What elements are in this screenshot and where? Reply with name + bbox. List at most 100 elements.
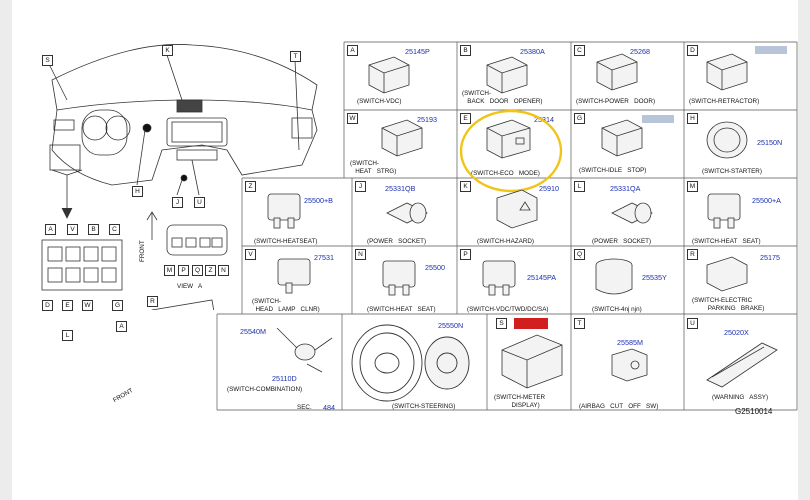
cell-p-pn: 25145PA bbox=[527, 273, 557, 282]
switch-meter-display-image bbox=[501, 334, 563, 389]
callout-g: G bbox=[112, 300, 123, 311]
cell-h-pn: 25150N bbox=[757, 138, 783, 147]
cell-b-pn: 25380A bbox=[520, 47, 545, 56]
callout-q: Q bbox=[192, 265, 203, 276]
switch-parking-brake-image bbox=[706, 256, 748, 292]
cell-l-id: L bbox=[574, 181, 585, 192]
dashboard-overview bbox=[41, 44, 318, 310]
parts-grid-lines bbox=[216, 41, 798, 411]
combination-pn-1: 25540M bbox=[240, 327, 266, 336]
switch-idle-stop-image bbox=[601, 119, 643, 157]
cell-g-caption: (SWITCH-IDLE STOP) bbox=[579, 167, 647, 174]
cell-z-pn: 25500+B bbox=[304, 196, 333, 205]
callout-d: D bbox=[42, 300, 53, 311]
cell-e-id: E bbox=[460, 113, 471, 124]
cell-w-id: W bbox=[347, 113, 358, 124]
switch-combination-image bbox=[276, 327, 333, 373]
cell-u-pn: 25020X bbox=[724, 328, 749, 337]
switch-power-door-image bbox=[596, 53, 638, 91]
cell-p-caption: (SWITCH-VDC/TWD/DC/SA) bbox=[467, 306, 549, 313]
callout-j: J bbox=[172, 197, 183, 208]
cell-h-caption: (SWITCH-STARTER) bbox=[702, 168, 762, 175]
cell-p-id: P bbox=[460, 249, 471, 260]
cell-h-id: H bbox=[687, 113, 698, 124]
callout-e: E bbox=[62, 300, 73, 311]
cell-t-id: T bbox=[574, 318, 585, 329]
cell-s-id: S bbox=[496, 318, 507, 329]
cell-w-caption: (SWITCH- HEAT STRG) bbox=[350, 160, 397, 175]
cell-a-pn: 25145P bbox=[405, 47, 430, 56]
cell-a-caption: (SWITCH-VDC) bbox=[357, 98, 402, 105]
cell-t-pn: 25585M bbox=[617, 338, 643, 347]
cell-k-id: K bbox=[460, 181, 471, 192]
cell-l-caption: (POWER SOCKET) bbox=[592, 238, 652, 245]
callout-n: N bbox=[218, 265, 229, 276]
diagram-id: G2510014 bbox=[735, 407, 773, 416]
cell-q-caption: (SWITCH-4nj njn) bbox=[592, 306, 642, 313]
cell-j-id: J bbox=[355, 181, 366, 192]
cell-w-pn: 25193 bbox=[417, 115, 437, 124]
switch-heat-seat-m-image bbox=[707, 193, 741, 229]
callout-r: R bbox=[147, 296, 158, 307]
callout-z: Z bbox=[205, 265, 216, 276]
callout-c: C bbox=[109, 224, 120, 235]
cell-c-id: C bbox=[574, 45, 585, 56]
cell-g-id: G bbox=[574, 113, 585, 124]
cell-j-pn: 25331QB bbox=[385, 184, 416, 193]
airbag-cut-off-image bbox=[611, 348, 648, 382]
cell-m-id: M bbox=[687, 181, 698, 192]
cell-a-id: A bbox=[347, 45, 358, 56]
power-socket-l-image bbox=[611, 202, 653, 224]
callout-k: K bbox=[162, 45, 173, 56]
cell-q-pn: 25535Y bbox=[642, 273, 667, 282]
highlight-circle bbox=[459, 109, 563, 193]
steering-caption: (SWITCH-STEERING) bbox=[392, 403, 456, 410]
power-socket-j-image bbox=[386, 202, 428, 224]
callout-m: M bbox=[164, 265, 175, 276]
switch-retractor-image bbox=[706, 53, 748, 91]
combination-caption: (SWITCH-COMBINATION) bbox=[227, 386, 303, 393]
sec-label: SEC. bbox=[297, 404, 312, 411]
callout-b: B bbox=[88, 224, 99, 235]
cell-u-caption: (WARNING ASSY) bbox=[712, 394, 769, 401]
switch-vdc-image bbox=[368, 56, 410, 94]
switch-eco-mode-image bbox=[486, 119, 531, 159]
callout-a-lower: A bbox=[116, 321, 127, 332]
callout-h: H bbox=[132, 186, 143, 197]
diagram-sheet: S K T H J U A V B C D E W G M P Q Z N VI… bbox=[12, 0, 798, 500]
cell-k-caption: (SWITCH-HAZARD) bbox=[477, 238, 535, 245]
cell-b-caption: (SWITCH- BACK DOOR OPENER) bbox=[462, 90, 543, 105]
switch-heat-strg-image bbox=[381, 119, 423, 157]
red-badge bbox=[514, 318, 548, 329]
cell-d-caption: (SWITCH-RETRACTOR) bbox=[689, 98, 760, 105]
cell-r-caption: (SWITCH-ELECTRIC PARKING BRAKE) bbox=[692, 297, 765, 312]
callout-v: V bbox=[67, 224, 78, 235]
cell-t-caption: (AIRBAG CUT OFF SW) bbox=[579, 403, 659, 410]
cell-m-pn: 25500+A bbox=[752, 196, 781, 205]
cell-n-pn: 25500 bbox=[425, 263, 445, 272]
callout-s: S bbox=[42, 55, 53, 66]
cell-m-caption: (SWITCH-HEAT SEAT) bbox=[692, 238, 761, 245]
cell-z-caption: (SWITCH-HEATSEAT) bbox=[254, 238, 318, 245]
cell-c-caption: (SWITCH-POWER DOOR) bbox=[576, 98, 656, 105]
callout-l: L bbox=[62, 330, 73, 341]
cell-r-id: R bbox=[687, 249, 698, 260]
switch-4wd-image bbox=[595, 258, 633, 295]
sec-number: 484 bbox=[323, 403, 335, 412]
view-a-label: VIEW A bbox=[177, 283, 203, 290]
callout-u: U bbox=[194, 197, 205, 208]
switch-hazard-image bbox=[496, 189, 538, 229]
combination-pn-2: 25110D bbox=[272, 374, 297, 383]
cell-n-caption: (SWITCH-HEAT SEAT) bbox=[367, 306, 436, 313]
cell-d-id: D bbox=[687, 45, 698, 56]
cell-v-pn: 27531 bbox=[314, 253, 334, 262]
callout-p: P bbox=[178, 265, 189, 276]
switch-back-door-image bbox=[486, 56, 528, 94]
cell-k-pn: 25910 bbox=[539, 184, 559, 193]
cell-v-caption: (SWITCH- HEAD LAMP CLNR) bbox=[252, 298, 320, 313]
cell-u-id: U bbox=[687, 318, 698, 329]
callout-a: A bbox=[45, 224, 56, 235]
cell-s-caption: (SWITCH-METER DISPLAY) bbox=[494, 394, 546, 409]
callout-w: W bbox=[82, 300, 93, 311]
switch-head-lamp-clnr-image bbox=[277, 258, 311, 294]
